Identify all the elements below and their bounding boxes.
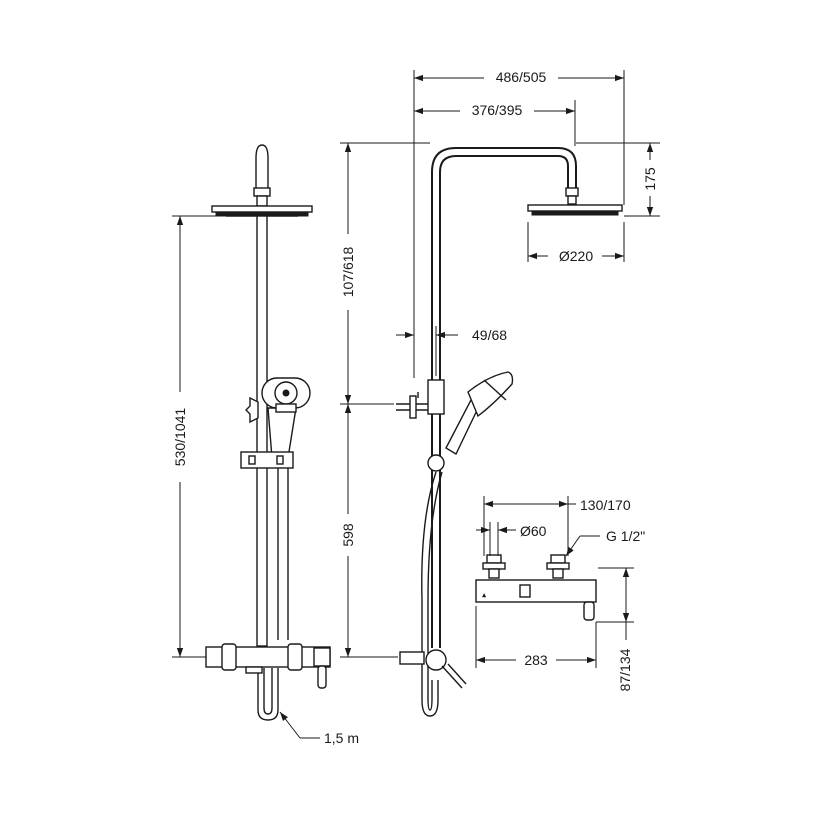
total-height-label: 530/1041 <box>172 408 188 467</box>
mixer-detail: ▲ <box>475 554 597 621</box>
valve-width-label: 283 <box>524 652 548 668</box>
dim-head-height: 175 <box>576 142 662 217</box>
eccentric-diameter-label: Ø60 <box>520 523 547 539</box>
front-rain-head <box>211 205 313 217</box>
side-mixer <box>399 649 467 689</box>
dim-valve-depth: 87/134 <box>596 567 634 691</box>
dim-arm-length: 376/395 <box>414 100 576 146</box>
dim-inlet-distance: 130/170 <box>483 496 631 556</box>
wall-offset-label: 49/68 <box>472 327 507 343</box>
dim-hose-length: 1,5 m <box>279 711 359 746</box>
head-diameter-label: Ø220 <box>559 248 593 264</box>
dim-upper-height: 107/618 <box>338 142 430 405</box>
upper-height-label: 107/618 <box>340 246 356 297</box>
inlet-distance-label: 130/170 <box>580 497 631 513</box>
thread-label: G 1/2" <box>606 528 645 544</box>
dim-thread: G 1/2" <box>565 528 645 557</box>
head-height-label: 175 <box>642 167 658 191</box>
dim-total-height: 530/1041 <box>170 215 255 658</box>
valve-depth-label: 87/134 <box>617 648 633 691</box>
dim-head-diameter: Ø220 <box>527 222 625 266</box>
side-upper-bracket <box>396 379 445 419</box>
dim-total-width: 486/505 <box>413 66 625 378</box>
temperature-scale-mark: ▲ <box>482 591 487 599</box>
lower-height-label: 598 <box>340 523 356 547</box>
side-slider <box>427 454 445 472</box>
side-rain-head <box>527 204 623 216</box>
total-width-label: 486/505 <box>496 69 547 85</box>
dim-lower-height: 598 <box>338 404 398 658</box>
side-view <box>396 147 623 717</box>
dim-eccentric-diameter: Ø60 <box>476 522 547 556</box>
front-mixer <box>205 643 331 689</box>
front-view <box>205 144 331 721</box>
dim-wall-offset: 49/68 <box>396 326 507 376</box>
dim-valve-width: 283 <box>475 606 597 670</box>
front-riser <box>256 215 268 647</box>
side-hand-shower <box>445 371 514 455</box>
front-hand-shower <box>245 377 311 459</box>
arm-length-label: 376/395 <box>472 102 523 118</box>
hose-length-label: 1,5 m <box>324 730 359 746</box>
